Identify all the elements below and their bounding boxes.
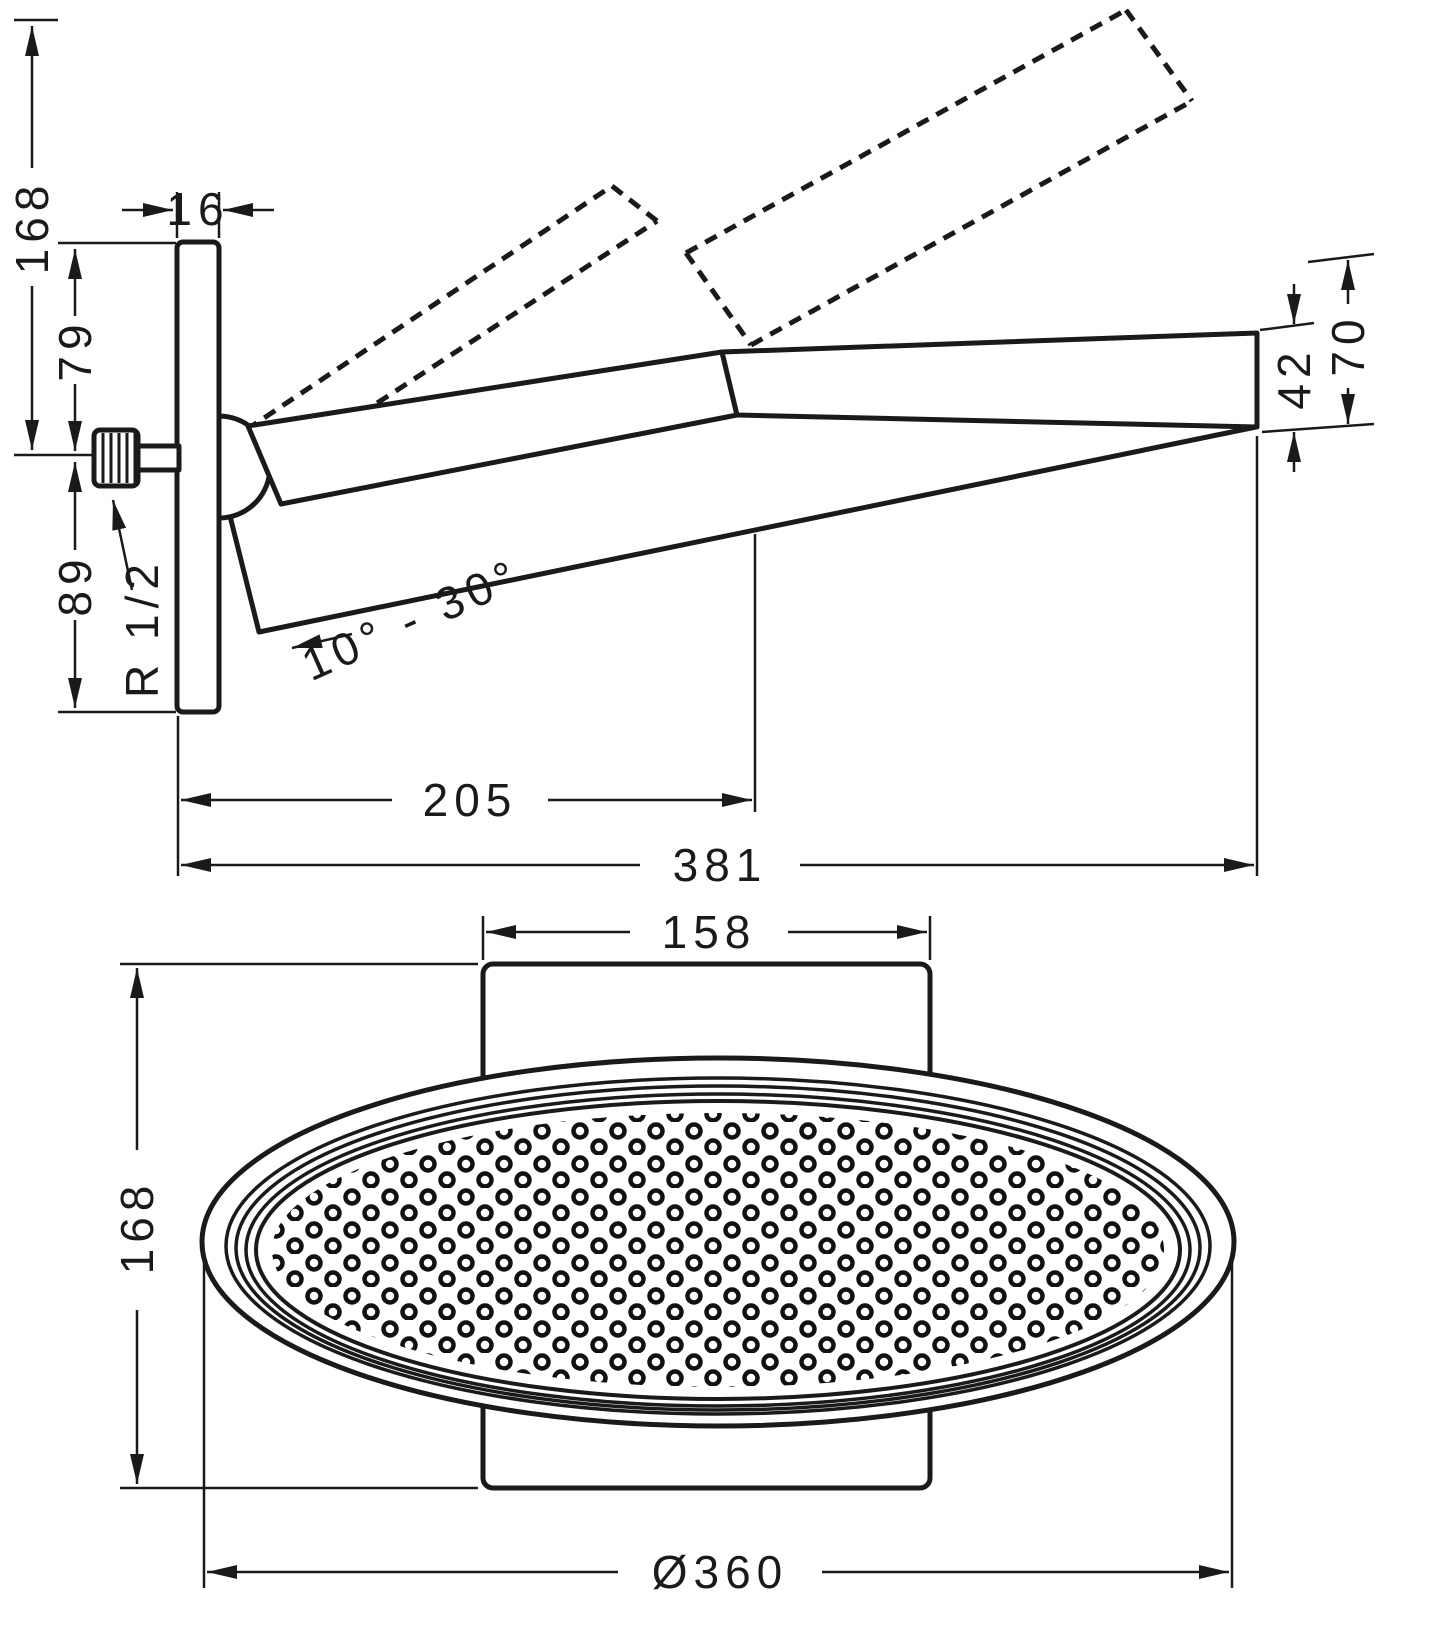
dim-overall-projection: 381 bbox=[181, 839, 1254, 891]
dim-label-42: 42 bbox=[1268, 346, 1320, 409]
dim-label-205: 205 bbox=[423, 774, 518, 826]
thread-connector bbox=[91, 427, 182, 489]
shower-head-front bbox=[199, 1055, 1237, 1429]
thread-callout: R 1/2 bbox=[111, 499, 168, 698]
extension-lines-side bbox=[14, 18, 1375, 876]
dim-label-168-front: 168 bbox=[111, 1180, 163, 1275]
thread-label: R 1/2 bbox=[116, 558, 168, 698]
dim-head-total-height: 70 bbox=[1322, 260, 1374, 424]
dim-label-158: 158 bbox=[662, 906, 757, 958]
front-view: 158 168 Ø360 bbox=[111, 906, 1237, 1598]
dim-plate-thickness: 16 bbox=[122, 183, 274, 235]
dim-plate-width: 158 bbox=[481, 906, 932, 960]
dim-label-70: 70 bbox=[1322, 313, 1374, 376]
dim-plate-height: 168 bbox=[111, 962, 478, 1490]
dim-label-168-side: 168 bbox=[6, 180, 58, 275]
dim-label-79: 79 bbox=[49, 318, 101, 381]
dim-label-381: 381 bbox=[673, 839, 768, 891]
dim-label-16: 16 bbox=[166, 183, 229, 235]
dim-head-diameter: Ø360 bbox=[202, 1260, 1234, 1598]
shower-head-side bbox=[719, 330, 1260, 430]
shower-arm-side bbox=[245, 349, 740, 507]
tilt-envelope-line bbox=[227, 424, 1257, 635]
wall-plate-side bbox=[174, 239, 222, 715]
dim-label-89: 89 bbox=[49, 553, 101, 616]
dim-head-edge-height: 42 bbox=[1268, 284, 1320, 472]
dim-upper-offset: 79 bbox=[49, 249, 101, 451]
dashed-head-raised bbox=[683, 7, 1195, 348]
dim-label-diameter-360: Ø360 bbox=[652, 1546, 789, 1598]
spray-face bbox=[272, 1113, 1164, 1387]
dim-overall-height: 168 bbox=[6, 26, 58, 450]
side-view: 168 79 89 16 R 1/2 10° - 30° bbox=[6, 7, 1375, 891]
dim-lower-offset: 89 bbox=[49, 462, 101, 708]
dim-projection-pivot: 205 bbox=[181, 774, 752, 826]
